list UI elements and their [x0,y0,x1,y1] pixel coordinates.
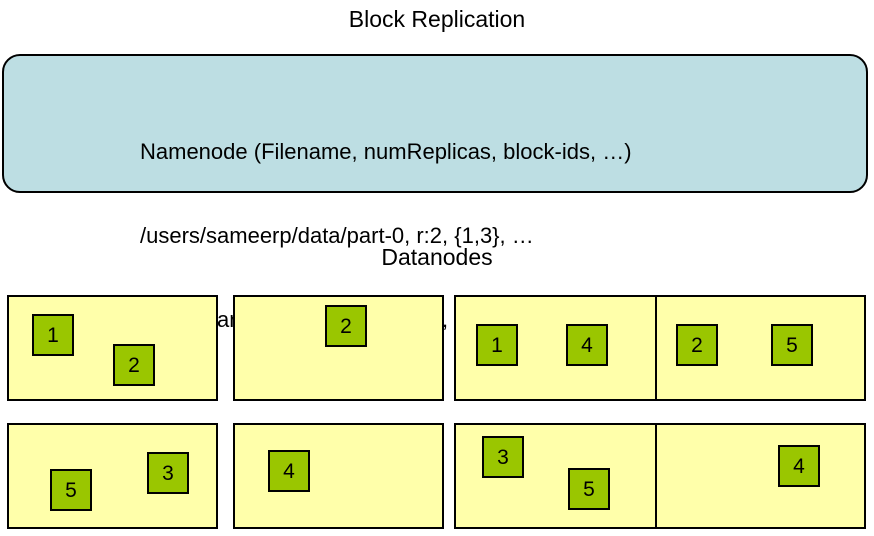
page-title: Block Replication [348,6,526,32]
block-5[interactable]: 5 [771,324,813,366]
block-1[interactable]: 1 [476,324,518,366]
block-2[interactable]: 2 [113,344,155,386]
block-5[interactable]: 5 [568,468,610,510]
block-2[interactable]: 2 [325,305,367,347]
block-3[interactable]: 3 [147,452,189,494]
datanode-2[interactable]: 2 [233,295,444,401]
block-4[interactable]: 4 [778,445,820,487]
namenode-line-header: Namenode (Filename, numReplicas, block-i… [140,139,632,164]
block-3[interactable]: 3 [482,436,524,478]
datanodes-section-label: Datanodes [381,244,493,270]
block-5[interactable]: 5 [50,469,92,511]
block-2[interactable]: 2 [676,324,718,366]
namenode-line-part-0: /users/sameerp/data/part-0, r:2, {1,3}, … [140,223,534,248]
namenode-panel: Namenode (Filename, numReplicas, block-i… [2,54,868,332]
datanode-6[interactable]: 4 [233,423,444,529]
block-4[interactable]: 4 [566,324,608,366]
datanode-8[interactable]: 4 [655,423,866,529]
block-4[interactable]: 4 [268,450,310,492]
block-1[interactable]: 1 [32,314,74,356]
